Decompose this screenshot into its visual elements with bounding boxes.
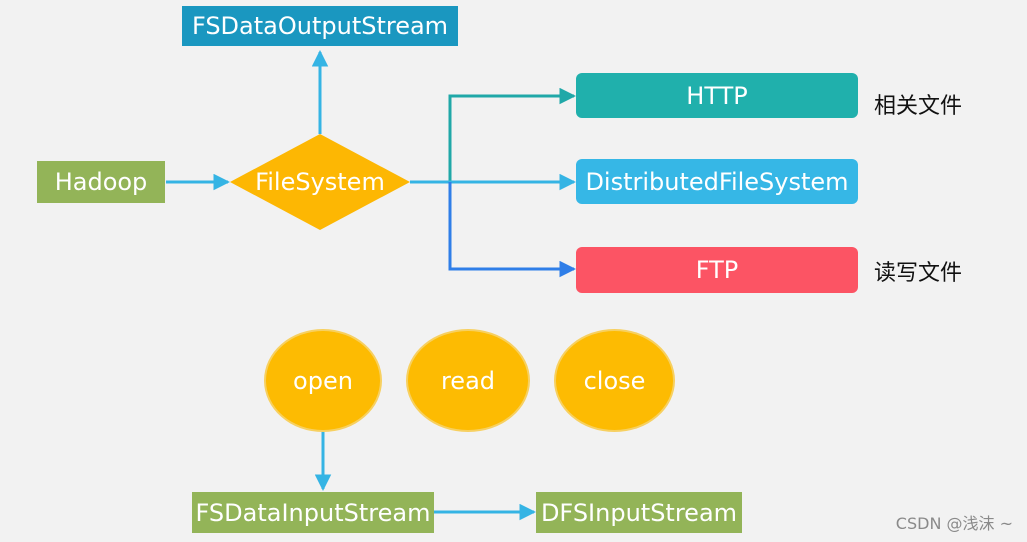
- fsdatainputstream-label: FSDataInputStream: [195, 498, 431, 527]
- open-ellipse: open: [264, 329, 382, 432]
- fsdatainputstream-box: FSDataInputStream: [192, 492, 434, 533]
- csdn-watermark: CSDN @浅沫 ~: [895, 514, 1013, 533]
- close-label: close: [583, 366, 646, 395]
- fsdataoutputstream-box: FSDataOutputStream: [182, 6, 458, 46]
- filesystem-diamond-shape: [230, 134, 410, 230]
- ftp-box: FTP: [576, 247, 858, 293]
- filesystem-label-container: FileSystem: [230, 158, 410, 206]
- ftp-label: FTP: [695, 256, 739, 284]
- hadoop-box: Hadoop: [37, 161, 165, 203]
- open-label: open: [293, 366, 353, 395]
- read-label: read: [440, 366, 496, 395]
- related-files-note: 相关文件: [874, 94, 963, 119]
- edge-filesystem-to-ftp: [448, 182, 576, 278]
- dfsinputstream-box: DFSInputStream: [536, 492, 742, 533]
- dfsinputstream-label: DFSInputStream: [540, 498, 738, 527]
- http-label: HTTP: [686, 81, 748, 110]
- filesystem-label: FileSystem: [255, 168, 385, 196]
- read-write-files-note: 读写文件: [874, 261, 963, 286]
- http-box: HTTP: [576, 73, 858, 118]
- edge-filesystem-to-http: [410, 87, 576, 184]
- distributedfilesystem-label: DistributedFileSystem: [585, 167, 849, 196]
- distributedfilesystem-box: DistributedFileSystem: [576, 159, 858, 204]
- fsdataoutputstream-label: FSDataOutputStream: [191, 12, 449, 40]
- read-ellipse: read: [406, 329, 530, 432]
- hadoop-label: Hadoop: [54, 168, 148, 196]
- close-ellipse: close: [554, 329, 675, 432]
